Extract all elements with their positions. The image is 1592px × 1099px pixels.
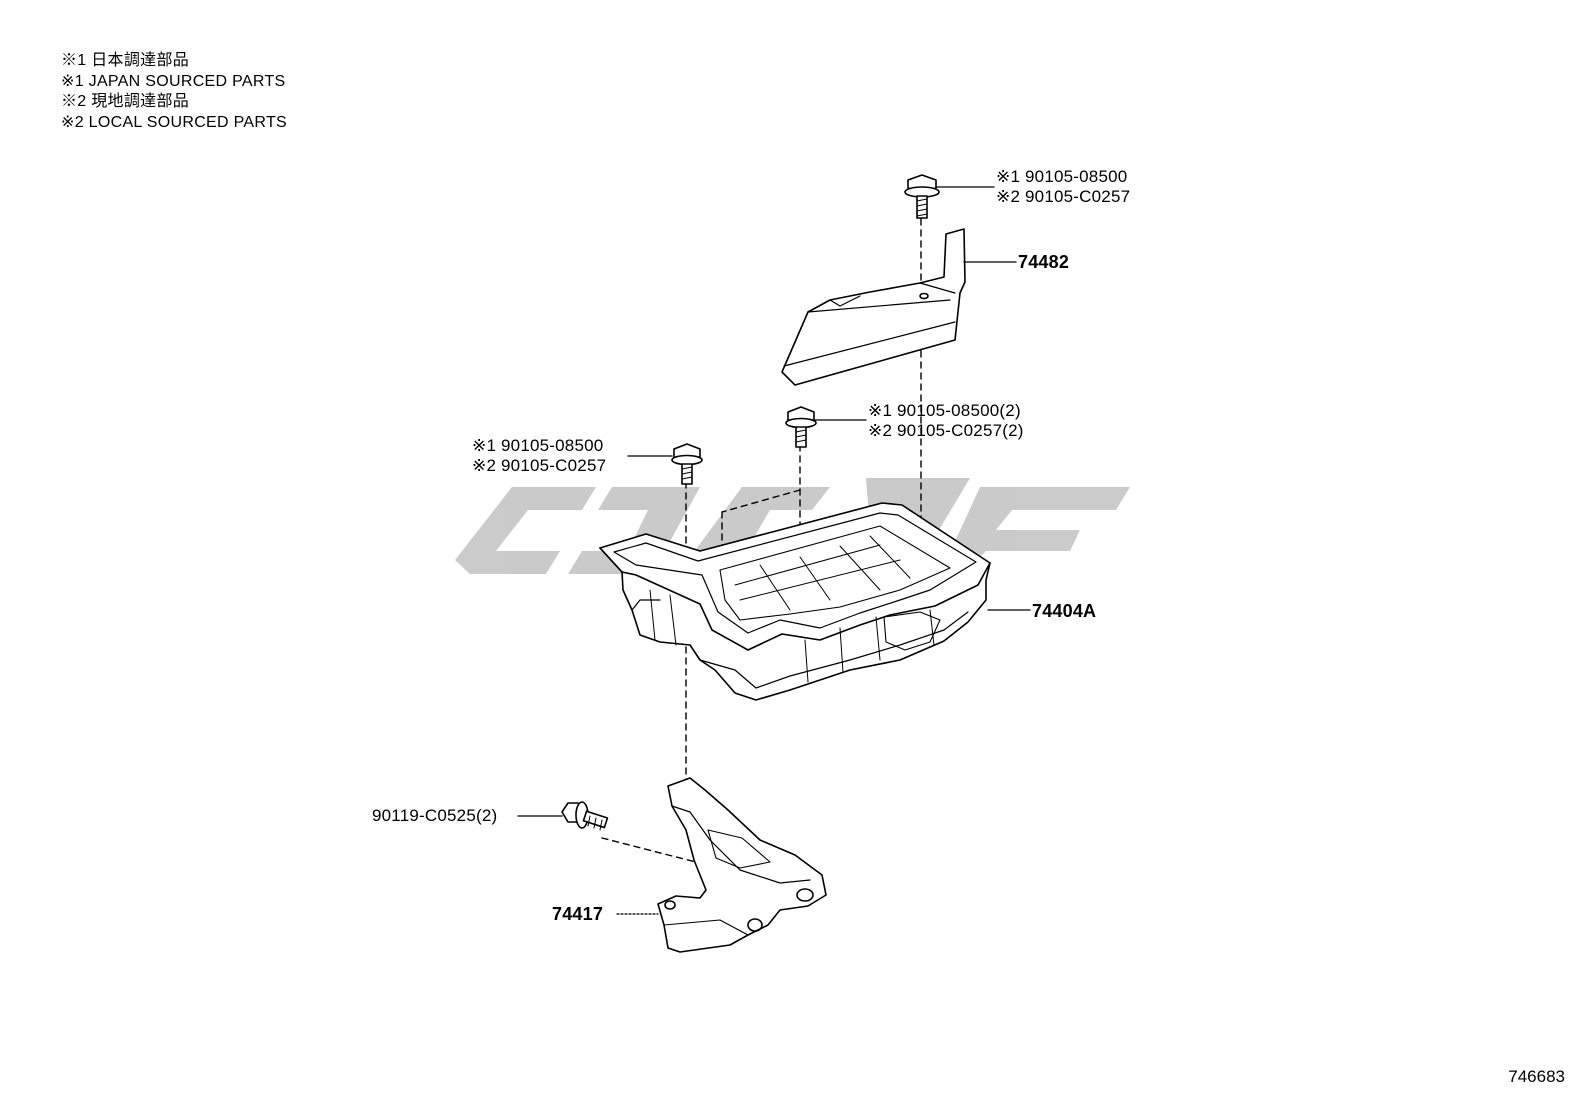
- bolt-top: [904, 174, 940, 219]
- bolt-mid-left: [671, 443, 703, 485]
- legend-line: ※1 JAPAN SOURCED PARTS: [61, 72, 286, 90]
- legend-line: ※2 現地調達部品: [61, 93, 190, 111]
- callout-line: ※2 90105-C0257(2): [868, 421, 1024, 440]
- callout-line: ※2 90105-C0257: [996, 187, 1131, 206]
- callout-bracket-74417: 74417: [552, 904, 604, 924]
- callout-line: ※1 90105-08500(2): [868, 401, 1021, 420]
- callout-line: ※2 90105-C0257: [472, 456, 607, 475]
- legend-line: ※1 日本調達部品: [61, 52, 190, 69]
- bolt-mid-right: [785, 406, 817, 448]
- bolt-lower: [561, 801, 609, 831]
- callout-bolt-lower: 90119-C0525(2): [372, 806, 498, 825]
- legend: ※1 日本調達部品 ※1 JAPAN SOURCED PARTS ※2 現地調達…: [61, 51, 287, 133]
- cover-74482: [781, 228, 966, 386]
- callout-line: ※1 90105-08500: [472, 436, 604, 455]
- leader-lines: [517, 186, 1031, 915]
- callout-bolt-mid-right: ※1 90105-08500(2) ※2 90105-C0257(2): [868, 401, 1024, 441]
- callout-tray-74404a: 74404A: [1032, 601, 1097, 621]
- legend-line: ※2 LOCAL SOURCED PARTS: [61, 113, 287, 131]
- figure-number: 746683: [1508, 1067, 1565, 1086]
- callout-line: ※1 90105-08500: [996, 167, 1128, 186]
- bracket-74417: [657, 777, 827, 953]
- callout-cover-74482: 74482: [1018, 252, 1070, 272]
- tray-74404a: [599, 502, 991, 701]
- callout-bolt-top: ※1 90105-08500 ※2 90105-C0257: [996, 167, 1130, 207]
- callout-bolt-mid-left: ※1 90105-08500 ※2 90105-C0257: [472, 436, 606, 476]
